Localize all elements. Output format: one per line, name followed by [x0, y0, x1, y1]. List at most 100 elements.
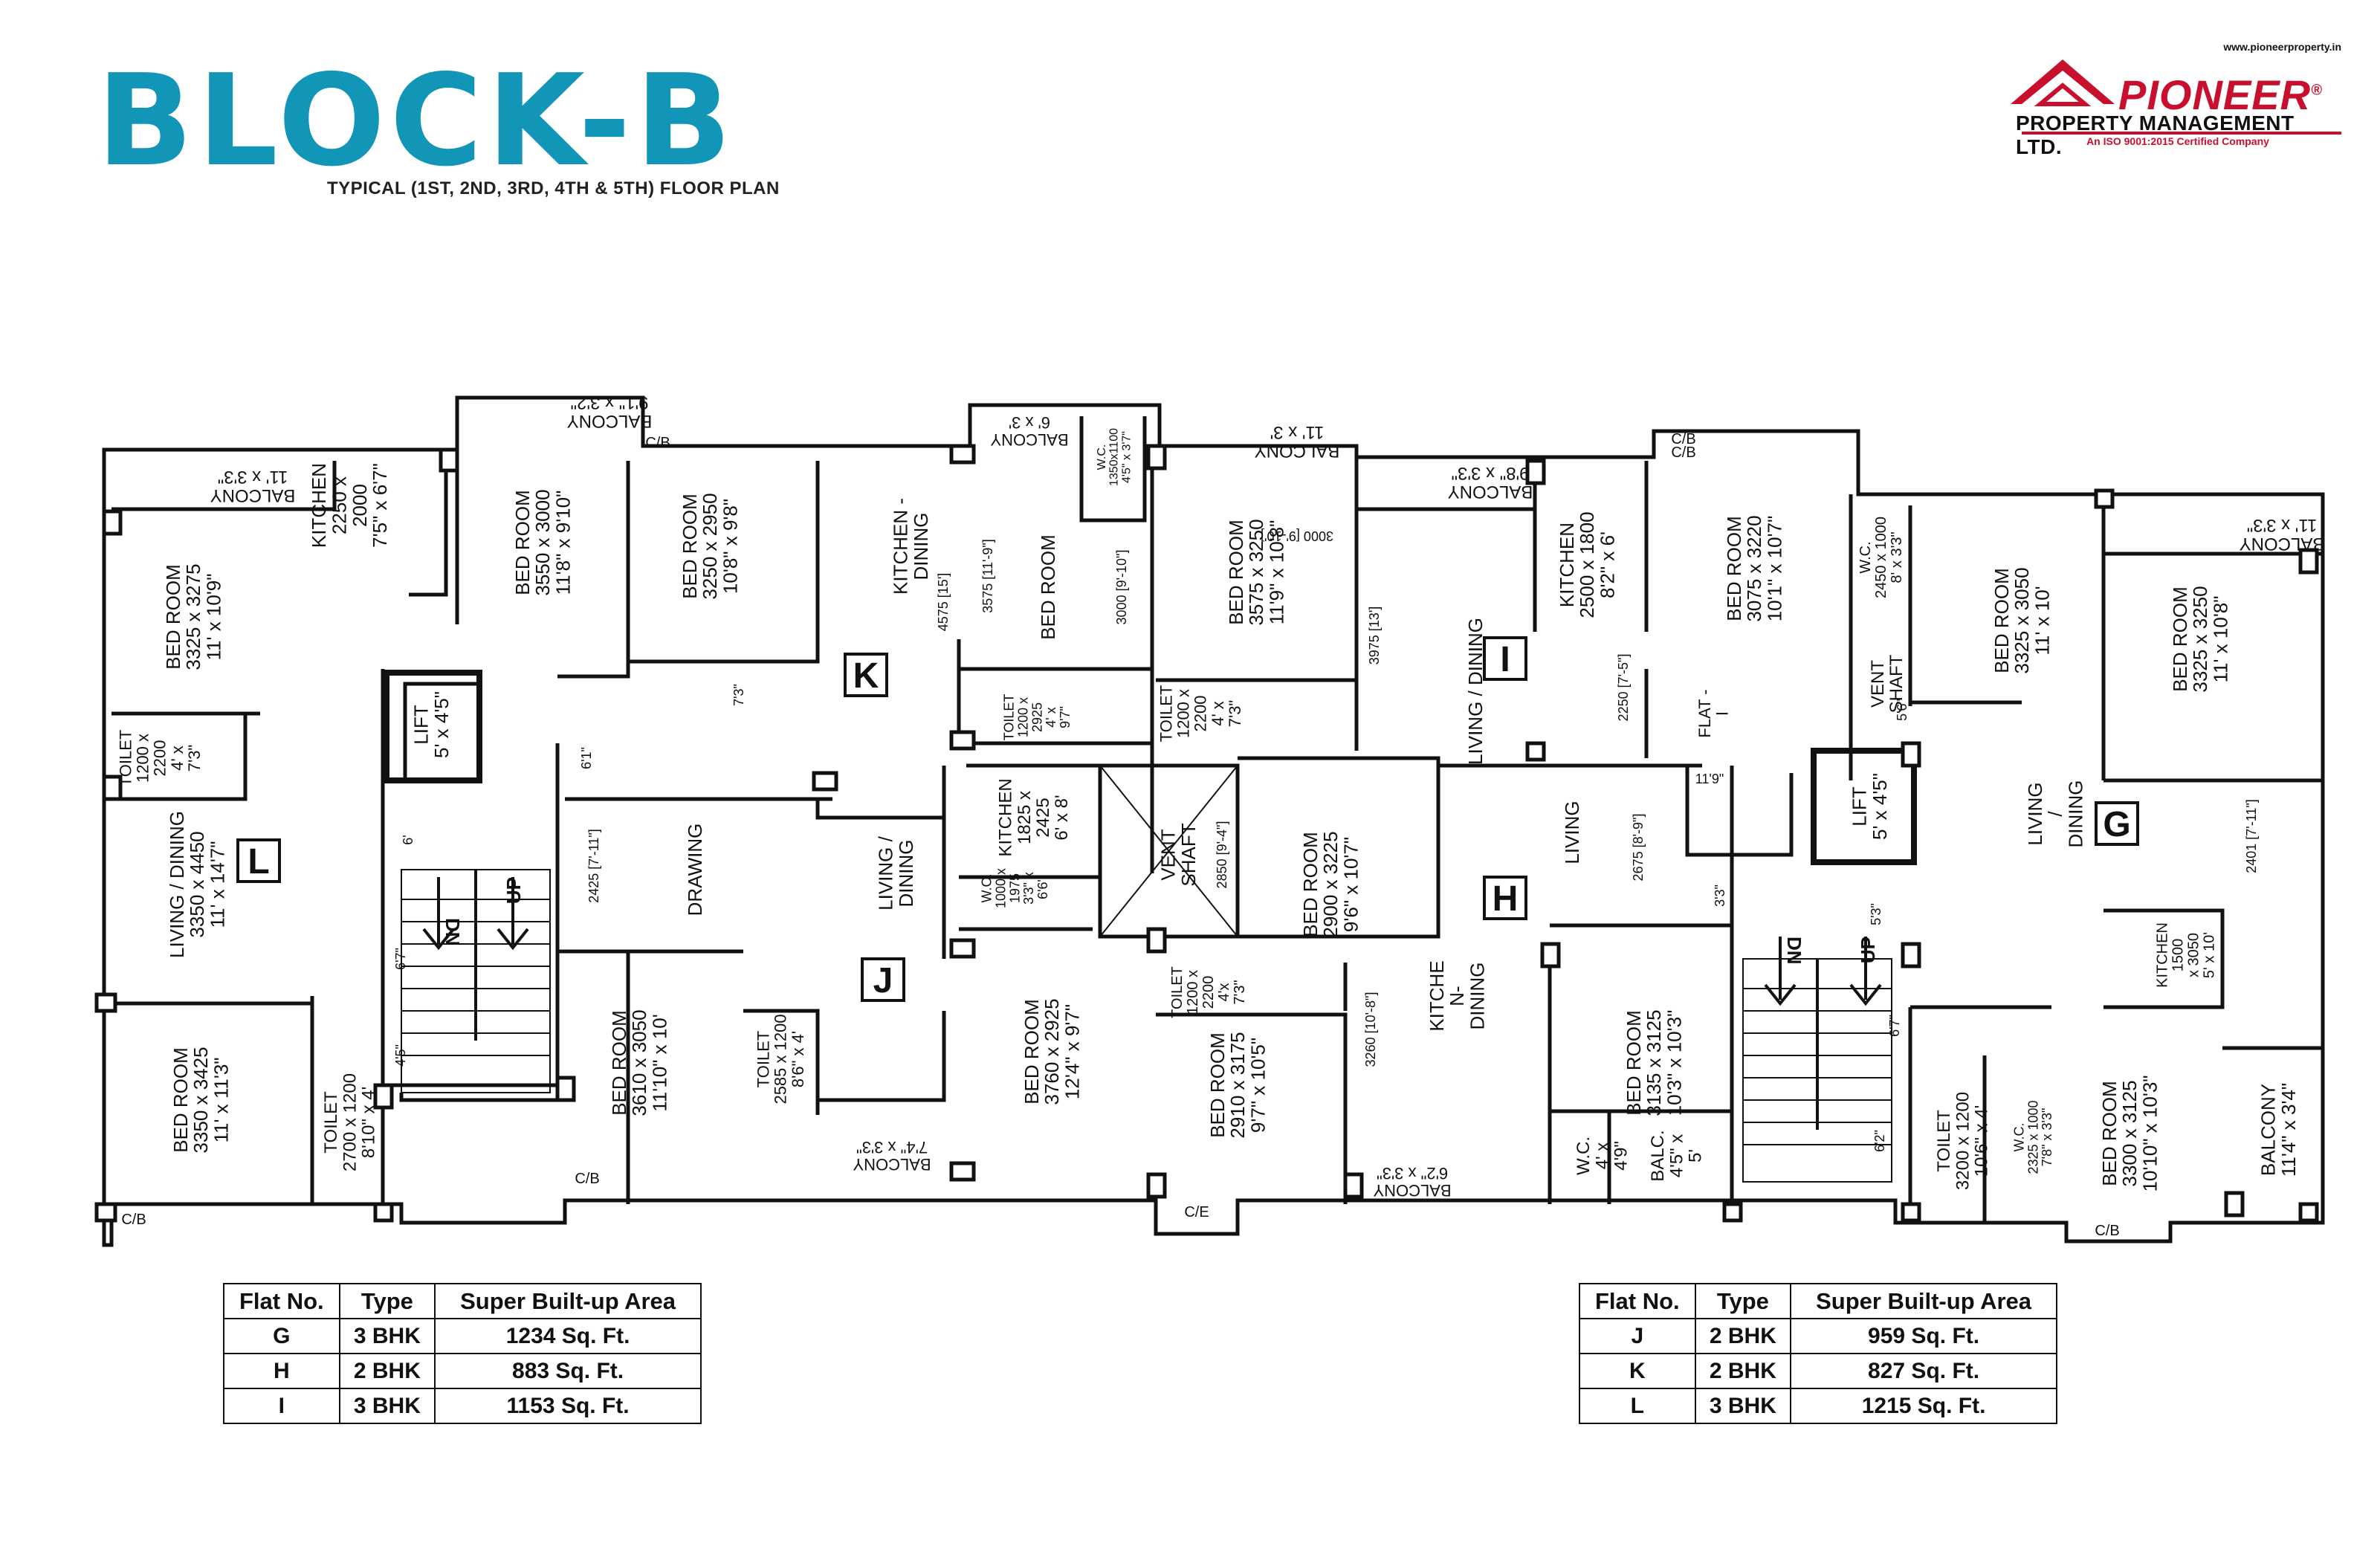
room-label-line: TOILET — [1157, 685, 1176, 743]
room-label-line: C/B — [121, 1212, 146, 1228]
room-label-line: LIVING / DINING — [166, 811, 188, 958]
room-label-line: LIVING — [2024, 782, 2046, 845]
room-label-line: 8' x 3'3" — [1889, 531, 1905, 583]
flat-marker-i: I — [1500, 640, 1510, 679]
room-label-line: BALC. — [1648, 1130, 1668, 1181]
room-label-line: 11' x 3'3" — [218, 467, 288, 487]
dimension-label: 3575 [11'-9"] — [980, 539, 995, 613]
room-label-line: 10'10" x 10'3" — [2138, 1075, 2161, 1191]
room-label-line: 10'3" x 10'3" — [1663, 1010, 1685, 1116]
room-label-line: 3325 x 3275 — [182, 563, 204, 670]
room-label: C/B — [575, 1171, 599, 1187]
room-label-line: 6' x 8' — [1052, 795, 1072, 840]
room-label-line: W.C. — [1574, 1136, 1594, 1175]
room-label-line: 3135 x 3125 — [1643, 1009, 1665, 1116]
logo-url[interactable]: www.pioneerproperty.in — [2223, 41, 2341, 53]
room-label-line: KITCHEN — [996, 778, 1016, 856]
flat-markers — [236, 636, 2139, 1002]
room-label-line: N- — [1446, 986, 1468, 1006]
flat-marker-j: J — [873, 961, 893, 1000]
company-logo[interactable]: www.pioneerproperty.in PIONEER® PROPERTY… — [1992, 41, 2341, 158]
flat-marker-g: G — [2103, 805, 2130, 844]
room-label-line: KITCHE — [1426, 960, 1448, 1031]
dimension-label: 7'3" — [731, 684, 746, 706]
table-header-row: Flat No. Type Super Built-up Area — [223, 1283, 702, 1319]
room-label-line: KITCHEN — [2155, 922, 2171, 988]
room-label-line: BED ROOM — [1225, 520, 1247, 625]
room-label-line: 3610 x 3050 — [628, 1009, 650, 1116]
room-label-line: 11' x 3'3" — [2247, 515, 2318, 535]
room-label: KITCHEN-DINING — [1426, 960, 1489, 1031]
plan-walls — [102, 395, 2325, 1247]
room-label-line: 11' x 10' — [2031, 586, 2053, 655]
room-label-line: 5' x 4'5" — [430, 691, 453, 758]
room-label-line: 6'2" x 3'3" — [1377, 1164, 1448, 1183]
room-label: BALC.4'5" x5' — [1648, 1130, 1705, 1181]
room-label-line: 5' x 10' — [2202, 932, 2218, 978]
cell-type: 2 BHK — [338, 1353, 436, 1389]
table-row: J 2 BHK 959 Sq. Ft. — [1579, 1318, 2057, 1354]
lift-shafts — [384, 670, 1917, 865]
room-label-line: 4' x — [168, 746, 187, 771]
room-label-line: 3'3" x — [1021, 872, 1036, 905]
dimension-label: 6' — [401, 835, 415, 844]
room-label-line: BED ROOM — [1206, 1032, 1229, 1138]
room-label-line: 3250 x 2950 — [699, 493, 721, 599]
room-label-line: x 3050 — [2186, 933, 2202, 977]
room-label-line: 11'4" x 3'4" — [2277, 1083, 2300, 1177]
dimension-label: 2675 [8'-9"] — [1631, 814, 1646, 882]
col-type: Type — [338, 1283, 436, 1319]
room-label-line: TOILET — [1002, 694, 1017, 741]
stair-label-dn-left: DN — [442, 918, 464, 946]
room-label-line: BED ROOM — [511, 490, 534, 595]
room-label-line: BALCONY — [1373, 1181, 1451, 1200]
room-label: C/B — [1671, 431, 1695, 447]
room-label-line: 2910 x 3175 — [1226, 1032, 1249, 1138]
cell-area: 1234 Sq. Ft. — [434, 1318, 702, 1354]
room-label-line: 8'10" x 4' — [359, 1087, 379, 1158]
room-label-line: 6' x 3' — [1009, 413, 1050, 432]
room-label-line: 3300 x 3125 — [2118, 1080, 2141, 1186]
room-label-line: 2200 — [1200, 976, 1217, 1009]
room-label-line: 9'7" x 10'5" — [1246, 1038, 1269, 1133]
logo-certification: An ISO 9001:2015 Certified Company — [2086, 135, 2269, 147]
room-label-line: 2200 — [151, 740, 169, 777]
room-label-line: BALCONY — [210, 485, 296, 505]
room-label-line: SHAFT — [1177, 823, 1200, 886]
room-label-line: 9'8" x 3'3" — [1452, 463, 1530, 483]
room-label-line: 3350 x 3425 — [190, 1047, 212, 1153]
col-area: Super Built-up Area — [1790, 1283, 2057, 1319]
dimension-label: 6'7" — [1887, 1015, 1902, 1037]
room-label-line: 11'8" x 9'10" — [552, 491, 574, 595]
room-label-line: W.C. — [2011, 1123, 2026, 1152]
room-label-line: 1200 x — [1174, 689, 1193, 738]
room-label-line: 5' — [1686, 1149, 1706, 1162]
room-label: LIVING/DINING — [2024, 780, 2087, 848]
room-label-line: 2325 x 1000 — [2025, 1100, 2040, 1174]
cell-area: 1153 Sq. Ft. — [434, 1388, 702, 1424]
room-label-line: LIVING / DINING — [1464, 618, 1487, 765]
table-row: H 2 BHK 883 Sq. Ft. — [223, 1353, 702, 1389]
room-label: C/B — [2095, 1223, 2119, 1239]
dimension-label: 3260 [10'-8"] — [1363, 992, 1378, 1067]
room-label-line: 2425 — [1033, 798, 1053, 837]
stair-arrow-icons — [422, 877, 1882, 1006]
room-label-line: 2900 x 3225 — [1319, 831, 1342, 937]
dimension-label: 4575 [15'] — [936, 573, 951, 632]
room-label-line: 9'1" x 3'2" — [571, 392, 649, 413]
stair-label-up-right: UP — [1857, 937, 1879, 963]
cell-type: 3 BHK — [338, 1388, 436, 1424]
room-label: C/B — [645, 435, 670, 451]
room-label-line: 2500 x 1800 — [1576, 511, 1598, 618]
room-label-line: 2450 x 1000 — [1873, 517, 1889, 598]
cell-flat: J — [1579, 1318, 1696, 1354]
